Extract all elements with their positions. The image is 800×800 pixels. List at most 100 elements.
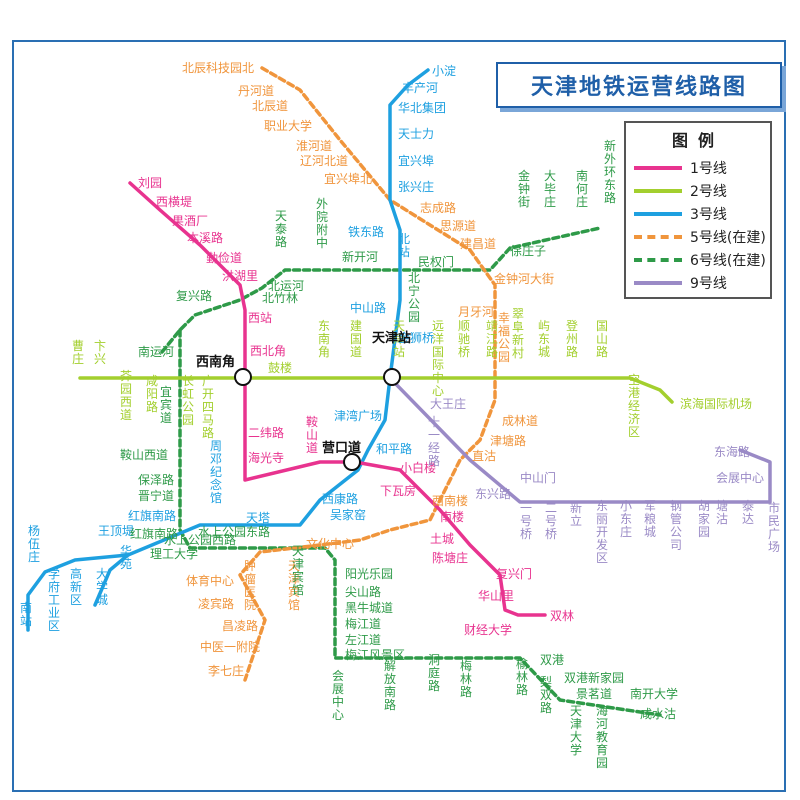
station-label-line6: 北宁公园 — [408, 271, 420, 324]
station-label-line5: 中医一附院 — [200, 639, 260, 654]
station-label-line5: 体育中心 — [186, 573, 234, 588]
legend-swatch — [634, 212, 682, 216]
station-label-line5: 志成路 — [420, 200, 456, 215]
station-label-line3: 高新区 — [70, 566, 82, 607]
station-label-line5: 淮河道 — [296, 139, 332, 153]
station-label-line1: 鞍山道 — [306, 414, 318, 455]
station-label-line6: 阳光乐园 — [345, 567, 393, 581]
station-label-line5: 成林道 — [502, 414, 538, 428]
hub-marker — [234, 368, 252, 386]
station-label-line5: 宜兴埠北 — [324, 171, 372, 186]
station-label-line2: 顺驰桥 — [458, 319, 470, 359]
station-label-line6: 新开河 — [342, 249, 378, 264]
station-label-line6: 榆林路 — [516, 656, 528, 697]
station-label-line6: 南何庄 — [576, 168, 588, 209]
station-label-line5: 李七庄 — [208, 663, 244, 678]
legend-label: 6号线(在建) — [690, 253, 766, 269]
station-label-line3: 杨伍庄 — [28, 523, 40, 564]
station-label-line3: 学府工业区 — [48, 566, 60, 633]
station-label-line3: 丰产河 — [402, 81, 438, 95]
line6-south — [178, 528, 662, 717]
station-label-line5: 北辰道 — [252, 99, 288, 113]
station-label-line3: 北站 — [398, 232, 410, 259]
station-label-line5: 金钟河大街 — [494, 271, 554, 286]
station-label-line1: 双林 — [550, 609, 574, 623]
station-label-line2: 屿东城 — [538, 319, 550, 359]
station-label-line9: 十一经路 — [428, 415, 440, 468]
station-label-line9: 大王庄 — [430, 396, 466, 411]
station-label-line3: 大学城 — [96, 567, 108, 607]
station-label-line6: 徐庄子 — [510, 243, 546, 258]
station-label-line2: 国山路 — [596, 319, 608, 359]
legend-label: 2号线 — [690, 184, 727, 200]
station-label-line6: 天津大学 — [570, 704, 582, 757]
station-label-line2: 东南角 — [318, 319, 330, 359]
station-label-line5: 职业大学 — [264, 118, 312, 133]
line2 — [78, 376, 674, 404]
station-label-line3: 华苑 — [120, 544, 132, 571]
station-label-line1: 小白楼 — [400, 460, 436, 475]
station-label-line6: 梅江道 — [345, 616, 381, 631]
legend-label: 1号线 — [690, 161, 727, 177]
station-label-line2: 广开四马路 — [202, 374, 214, 440]
station-label-line1: 洪湖里 — [222, 268, 258, 283]
station-label-line5: 文化中心 — [306, 536, 354, 551]
station-label-line5: 西南楼 — [432, 493, 468, 508]
station-label-line3: 南站 — [20, 600, 32, 628]
legend-item: 2号线 — [634, 180, 768, 202]
station-label-line6: 尖山路 — [345, 584, 381, 599]
station-label-line2: 曹庄 — [72, 339, 84, 366]
station-label-line3: 津湾广场 — [334, 408, 382, 423]
legend-item: 9号线 — [634, 272, 768, 294]
station-label-line6: 海河教育园 — [596, 703, 608, 770]
station-label-line6: 红旗南路 — [130, 526, 178, 541]
station-label-line5: 思源道 — [440, 219, 476, 233]
station-label-line1: 复兴门 — [496, 566, 532, 581]
legend-label: 3号线 — [690, 207, 727, 223]
station-label-line3: 天塔 — [246, 511, 270, 525]
map-title: 天津地铁运营线路图 — [496, 62, 782, 108]
legend-swatch — [634, 189, 682, 193]
station-label-line1: 勤俭道 — [206, 250, 242, 265]
legend-item: 5号线(在建) — [634, 226, 768, 248]
station-label-line3: 吴家窑 — [330, 507, 366, 522]
station-label-line6: 双港 — [540, 653, 564, 667]
station-label-line5: 丹河道 — [238, 84, 274, 98]
station-label-line1: 华山里 — [478, 589, 514, 603]
station-label-line1: 南楼 — [440, 509, 464, 524]
station-label-line6: 会展中心 — [332, 669, 344, 722]
station-label-line9: 中山门 — [520, 470, 556, 485]
station-label-line6: 民权门 — [418, 254, 454, 269]
station-label-line3: 华北集团 — [398, 100, 446, 115]
station-label-line9: 小东庄 — [620, 499, 632, 539]
station-label-line1: 陈塘庄 — [432, 550, 468, 565]
station-label-line5: 直沽 — [472, 449, 496, 463]
station-label-line5: 辽河北道 — [300, 154, 348, 168]
station-label-line9: 军粮城 — [644, 499, 656, 539]
hub-label: 西南角 — [196, 354, 235, 370]
station-label-line5: 天津宾馆 — [288, 559, 300, 612]
station-label-line6: 宜宾道 — [160, 384, 172, 425]
station-label-line9: 胡家园 — [698, 499, 710, 539]
station-label-line6: 天津宾馆 — [292, 544, 304, 597]
line5 — [238, 66, 497, 682]
station-label-line9: 二号桥 — [545, 501, 557, 541]
station-label-line2: 滨海国际机场 — [680, 396, 752, 411]
legend-swatch — [634, 258, 682, 262]
station-label-line6: 解放南路 — [384, 659, 396, 712]
legend-item: 3号线 — [634, 203, 768, 225]
station-label-line3: 中山路 — [350, 300, 386, 315]
station-label-line3: 周邓纪念馆 — [210, 439, 222, 505]
station-label-line5: 建昌道 — [460, 237, 496, 251]
station-labels: 刘园西横堤果酒厂本溪路勤俭道洪湖里西站西北角二纬路海光寺鞍山道小白楼下瓦房南楼土… — [20, 61, 780, 770]
station-label-line2: 靖江路 — [486, 319, 498, 359]
station-label-line5: 幸福公园 — [498, 311, 510, 364]
station-label-line3: 天士力 — [398, 127, 434, 141]
station-label-line6: 洞庭路 — [428, 653, 440, 693]
station-label-line3: 红旗南路 — [128, 508, 176, 523]
station-label-line6: 梨双路 — [540, 675, 552, 715]
station-label-line2: 翠阜新村 — [512, 307, 524, 360]
